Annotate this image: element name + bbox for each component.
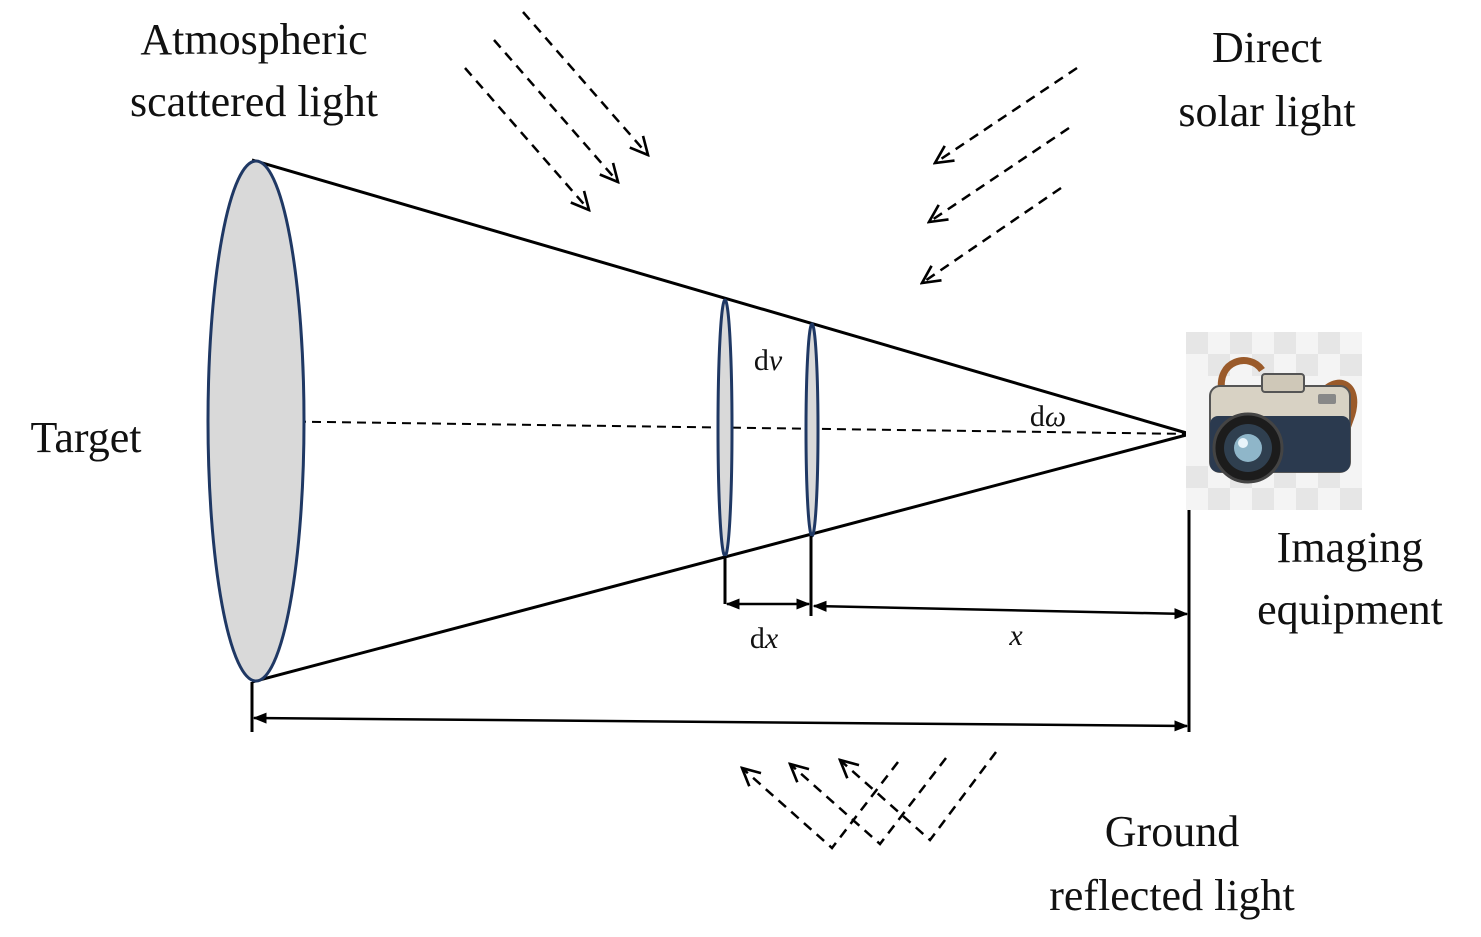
ground-label-line1: Ground [1105, 807, 1239, 856]
imaging-label-line2: equipment [1257, 585, 1443, 634]
target-disc [206, 159, 306, 683]
cone-top-edge [251, 158, 1191, 436]
atmospheric-scattered-arrows [464, 11, 648, 210]
direct-solar-arrows [922, 66, 1078, 283]
slab-disc-near [716, 298, 734, 558]
imaging-label-line1: Imaging [1277, 523, 1424, 572]
dv-label: dv [754, 344, 783, 377]
target-label: Target [31, 413, 142, 462]
slab-disc-far [804, 322, 820, 538]
domega-label: dω [1030, 400, 1066, 433]
direct-label-line1: Direct [1212, 23, 1322, 72]
direct-label-line2: solar light [1178, 87, 1355, 136]
atmospheric-label-line1: Atmospheric [140, 15, 367, 64]
ground-label-line2: reflected light [1049, 871, 1295, 920]
dx-label: dx [750, 622, 779, 655]
x-arrow [812, 600, 1189, 620]
camera-icon [1186, 332, 1362, 510]
atmospheric-label-line2: scattered light [130, 77, 378, 126]
cone-bottom-edge [251, 432, 1191, 684]
total-distance-arrow [252, 712, 1189, 732]
x-label: x [1008, 619, 1023, 652]
ground-reflected-arrows [742, 751, 997, 850]
